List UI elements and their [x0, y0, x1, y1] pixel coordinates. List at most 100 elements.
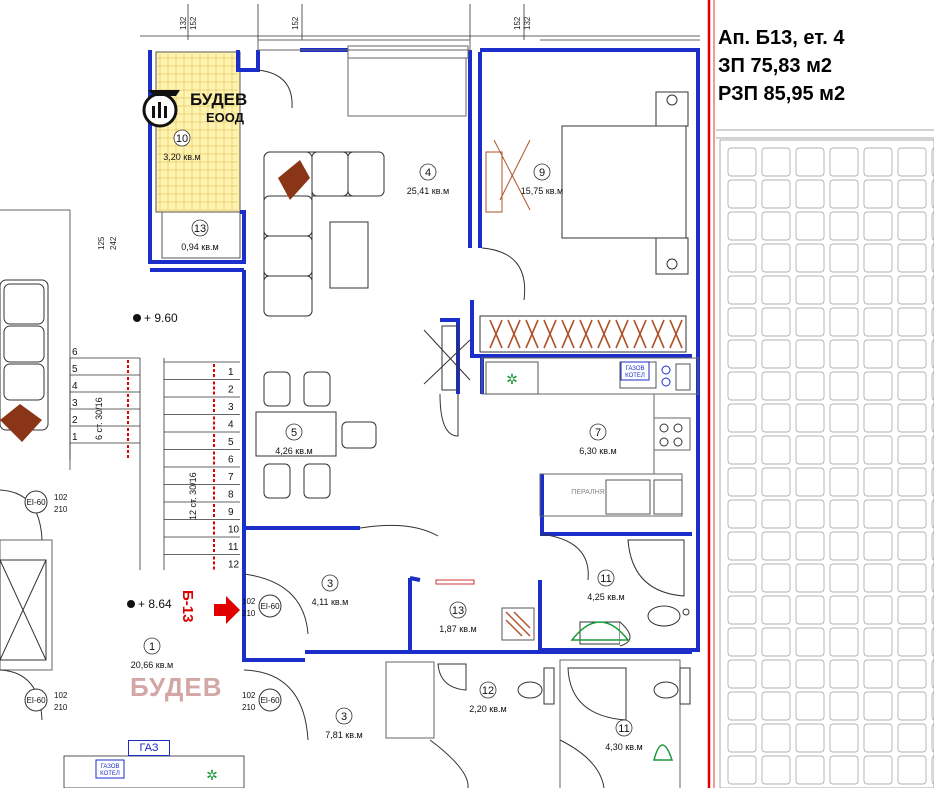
hanger-line: [615, 319, 629, 349]
apartment-gross-area: РЗП 85,95 м2: [718, 83, 846, 105]
terrace-tile: [863, 659, 893, 689]
door-ei60-1: EI-60: [26, 498, 46, 507]
stair-number: 9: [228, 507, 234, 518]
terrace-tile: [795, 371, 825, 401]
stair-number: 10: [228, 525, 240, 536]
stair-number: 7: [228, 472, 234, 483]
door-arcs: [0, 69, 605, 788]
terrace-tile: [931, 371, 934, 401]
sofa-chevron: [278, 160, 310, 200]
terrace-tile: [727, 595, 757, 625]
terrace-tile: [727, 499, 757, 529]
terrace-tile: [761, 691, 791, 721]
terrace-tile: [931, 403, 934, 433]
stair-number: 5: [72, 364, 78, 375]
terrace-tile: [931, 467, 934, 497]
terrace-tile: [795, 147, 825, 177]
hanger-line: [507, 319, 521, 349]
room-number: 12: [482, 685, 494, 697]
terrace-tile: [761, 371, 791, 401]
terrace-tile: [727, 147, 757, 177]
door-tags: EI-60 102 210 EI-60 102 210 EI-60 102 21…: [24, 490, 282, 712]
terrace-tile: [761, 435, 791, 465]
room-number: 9: [539, 167, 545, 179]
terrace-tile: [931, 595, 934, 625]
stair-number: 2: [228, 385, 234, 396]
terrace-tile: [761, 211, 791, 241]
room-number: 13: [452, 605, 464, 617]
hanger-line: [489, 319, 503, 349]
terrace-tile: [863, 435, 893, 465]
terrace-tile: [931, 627, 934, 657]
terrace-tile: [727, 531, 757, 561]
terrace-tile: [829, 595, 859, 625]
terrace-tile: [727, 563, 757, 593]
hanger-line: [561, 319, 575, 349]
terrace-tile: [727, 723, 757, 753]
room-tag-circle: [419, 163, 437, 181]
terrace-tile: [795, 691, 825, 721]
room-tag-circle: [533, 163, 551, 181]
terrace-tile: [829, 563, 859, 593]
terrace-tile: [795, 179, 825, 209]
terrace-tile: [863, 563, 893, 593]
wardrobe: [479, 315, 687, 353]
terrace-tile: [727, 467, 757, 497]
terrace-tile: [931, 531, 934, 561]
room-tag-circle: [285, 423, 303, 441]
terrace-tile: [931, 179, 934, 209]
terrace-tile: [761, 179, 791, 209]
terrace-tile: [761, 499, 791, 529]
terrace-tile: [863, 339, 893, 369]
door-102-2: 102: [242, 597, 256, 606]
terrace-tile: [897, 435, 927, 465]
level-upper: + 9.60: [144, 311, 178, 325]
terrace-tile: [897, 211, 927, 241]
dim-125: 125: [97, 236, 106, 250]
terrace-tile: [863, 211, 893, 241]
room-tag-circle: [449, 601, 467, 619]
terrace-tile: [897, 499, 927, 529]
terrace-tile: [727, 691, 757, 721]
stair-number: 12: [228, 560, 240, 571]
terrace-tile: [761, 275, 791, 305]
terrace-tile: [829, 275, 859, 305]
terrace-tile: [897, 563, 927, 593]
terrace-tiles: [727, 147, 934, 785]
terrace-tile: [829, 371, 859, 401]
terrace-tile: [863, 499, 893, 529]
terrace-tile: [897, 691, 927, 721]
stair-number: 4: [228, 420, 234, 431]
dim-152-b: 152: [291, 16, 300, 30]
stair-number: 4: [72, 381, 78, 392]
terrace-tile: [727, 403, 757, 433]
living-tv: [423, 325, 471, 437]
terrace-tile: [829, 339, 859, 369]
hanger-line: [579, 319, 593, 349]
room-area: 4,30 кв.м: [605, 742, 642, 752]
lower-gas-boiler-box: [95, 759, 125, 779]
stair-number: 8: [228, 490, 234, 501]
storage-shelves: [501, 607, 535, 641]
terrace-tile: [863, 179, 893, 209]
terrace-tile: [761, 339, 791, 369]
gas-boiler-label-2: КОТЕЛ: [625, 373, 645, 379]
terrace-tile: [863, 723, 893, 753]
terrace-tile: [727, 627, 757, 657]
room-area: 20,66 кв.м: [131, 660, 173, 670]
gas-boiler-label-1: ГАЗОВ: [625, 366, 644, 372]
terrace-tile: [863, 691, 893, 721]
stairs-lower-label: 12 ст. 30/16: [188, 472, 198, 520]
terrace-tile: [931, 723, 934, 753]
stair-number: 11: [228, 542, 239, 553]
terrace-tile: [829, 211, 859, 241]
lower-gas-boiler-label-2: КОТЕЛ: [100, 771, 120, 777]
terrace-tile: [795, 531, 825, 561]
company-logo: БУДЕВ ЕООД: [140, 84, 264, 132]
terrace-tile: [761, 659, 791, 689]
room-number: 3: [327, 578, 333, 590]
room-area: 25,41 кв.м: [407, 186, 449, 196]
terrace-tile: [761, 755, 791, 785]
terrace-tile: [761, 243, 791, 273]
